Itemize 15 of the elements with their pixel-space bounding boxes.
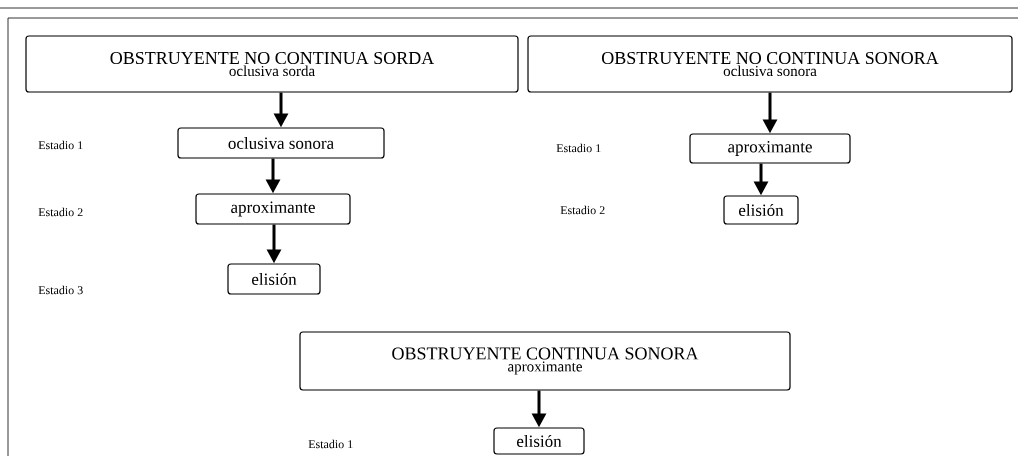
stage-label: Estadio 2: [38, 207, 83, 217]
stage-label: Estadio 1: [556, 143, 601, 153]
category-box: OBSTRUYENTE NO CONTINUA SORDA oclusiva sorda: [25, 35, 519, 93]
stage-label: Estadio 2: [560, 205, 605, 215]
category-box: OBSTRUYENTE CONTINUA SONORA aproximante: [299, 331, 791, 391]
stage-box: elisión: [227, 263, 321, 295]
stage-box: oclusiva sonora: [177, 127, 385, 159]
stage-box: elisión: [493, 427, 585, 455]
stage-box: elisión: [723, 195, 799, 225]
stage-box: aproximante: [689, 133, 851, 164]
stage-label: Estadio 1: [308, 439, 353, 449]
stage-label: Estadio 1: [38, 140, 83, 150]
stage-label: Estadio 3: [38, 285, 83, 295]
category-box: OBSTRUYENTE NO CONTINUA SONORA oclusiva sonora: [527, 35, 1013, 93]
stage-box: aproximante: [195, 193, 351, 225]
